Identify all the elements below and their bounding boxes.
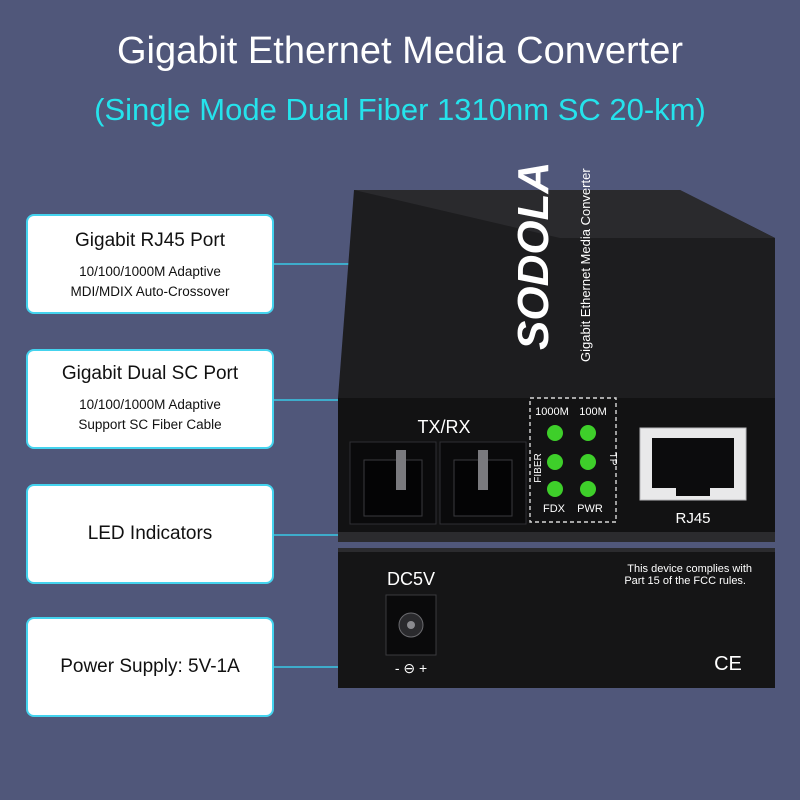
led-100m	[580, 425, 596, 441]
led-label-fiber: FIBER	[533, 453, 544, 482]
power-label: DC5V	[387, 569, 435, 589]
led-label-tp: TP	[607, 453, 618, 466]
led-label-1000m: 1000M	[535, 406, 569, 418]
led-panel	[529, 397, 617, 523]
brand-logo: SODOLA	[509, 162, 558, 350]
callout-sc-port: Gigabit Dual SC Port 10/100/1000M Adapti…	[26, 349, 274, 449]
led-fiber	[547, 454, 563, 470]
callout-title: Power Supply: 5V-1A	[60, 656, 240, 677]
callout-title: Gigabit RJ45 Port	[75, 230, 225, 251]
sc-port-rx[interactable]	[439, 441, 527, 525]
led-tp	[580, 454, 596, 470]
led-label-fdx: FDX	[543, 503, 566, 515]
callout-power-supply: Power Supply: 5V-1A	[26, 617, 274, 717]
led-label-100m: 100M	[579, 406, 607, 418]
callout-rj45-port: Gigabit RJ45 Port 10/100/1000M Adaptive …	[26, 214, 274, 314]
callout-line: 10/100/1000M Adaptive	[79, 397, 221, 412]
callout-line: 10/100/1000M Adaptive	[79, 264, 221, 279]
device-top-face	[338, 190, 775, 398]
sc-port-tx[interactable]	[349, 441, 437, 525]
rj45-port[interactable]	[639, 427, 747, 501]
led-pwr	[580, 481, 596, 497]
fcc-notice-line1: This device complies with	[627, 563, 752, 575]
ce-mark: CE	[714, 653, 742, 675]
callout-line: Support SC Fiber Cable	[78, 417, 222, 432]
fcc-notice-line2: Part 15 of the FCC rules.	[624, 575, 746, 587]
callout-title: LED Indicators	[87, 523, 213, 544]
page-subtitle: (Single Mode Dual Fiber 1310nm SC 20-km)	[94, 92, 706, 127]
callout-title: Gigabit Dual SC Port	[61, 363, 239, 384]
dc-power-jack[interactable]	[385, 594, 437, 656]
polarity-symbol: - ⊖ +	[395, 660, 427, 676]
product-label: Gigabit Ethernet Media Converter	[578, 168, 593, 362]
rj45-label: RJ45	[675, 510, 710, 527]
led-label-pwr: PWR	[577, 503, 603, 515]
callout-line: MDI/MDIX Auto-Crossover	[70, 284, 230, 299]
led-fdx	[547, 481, 563, 497]
callout-led-indicators: LED Indicators	[26, 484, 274, 584]
page-title: Gigabit Ethernet Media Converter	[116, 30, 684, 72]
led-1000m	[547, 425, 563, 441]
txrx-label: TX/RX	[417, 417, 470, 437]
